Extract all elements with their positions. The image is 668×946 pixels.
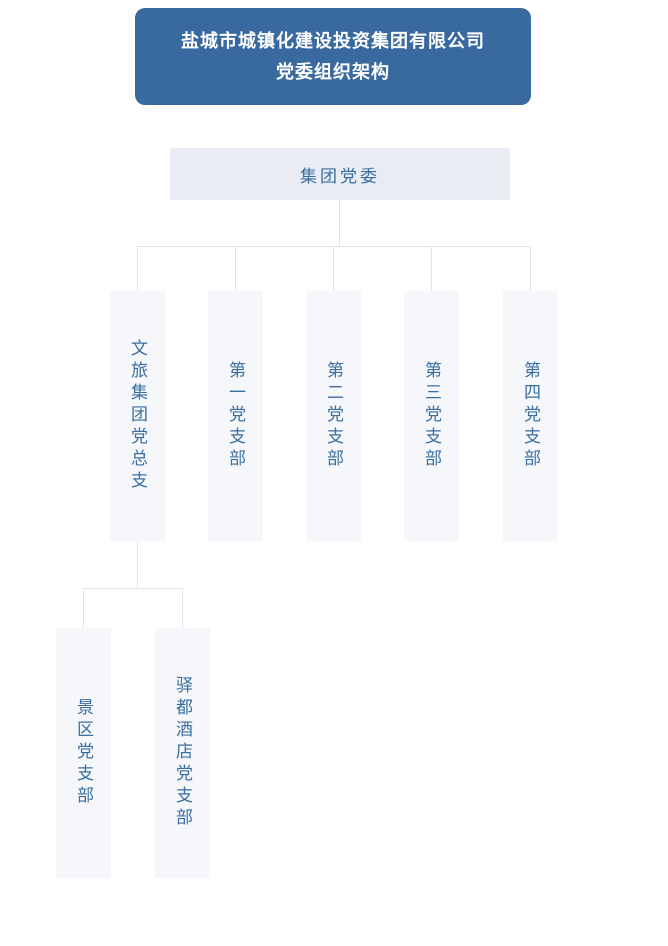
node-label: 第三党支部 bbox=[422, 361, 441, 471]
connector-drop-branch-4 bbox=[431, 246, 432, 291]
connector-root-drop bbox=[339, 200, 340, 246]
connector-level2-bar bbox=[137, 246, 531, 247]
connector-branch1-drop bbox=[137, 541, 138, 588]
connector-drop-branch-1 bbox=[137, 246, 138, 291]
node-group-party-committee: 集团党委 bbox=[170, 148, 510, 200]
node-scenic-area-party-branch: 景区党支部 bbox=[56, 628, 111, 878]
node-second-party-branch: 第二党支部 bbox=[306, 291, 361, 541]
node-label: 文旅集团党总支 bbox=[128, 339, 147, 493]
node-third-party-branch: 第三党支部 bbox=[404, 291, 459, 541]
connector-drop-child-1 bbox=[83, 588, 84, 628]
connector-level3-bar bbox=[83, 588, 182, 589]
node-label: 驿都酒店党支部 bbox=[173, 676, 192, 830]
node-label: 景区党支部 bbox=[74, 698, 93, 808]
node-yidu-hotel-party-branch: 驿都酒店党支部 bbox=[155, 628, 210, 878]
connector-drop-branch-5 bbox=[530, 246, 531, 291]
connector-drop-branch-3 bbox=[333, 246, 334, 291]
node-label: 第一党支部 bbox=[226, 361, 245, 471]
company-name: 盐城市城镇化建设投资集团有限公司 bbox=[181, 30, 485, 51]
chart-subtitle: 党委组织架构 bbox=[276, 61, 390, 82]
connector-drop-child-2 bbox=[182, 588, 183, 628]
node-culture-tourism-general-branch: 文旅集团党总支 bbox=[110, 291, 165, 541]
node-label: 第二党支部 bbox=[324, 361, 343, 471]
node-fourth-party-branch: 第四党支部 bbox=[503, 291, 558, 541]
node-first-party-branch: 第一党支部 bbox=[208, 291, 263, 541]
node-label: 第四党支部 bbox=[521, 361, 540, 471]
chart-title-banner: 盐城市城镇化建设投资集团有限公司 党委组织架构 bbox=[135, 8, 531, 105]
node-label-root: 集团党委 bbox=[300, 166, 380, 186]
connector-drop-branch-2 bbox=[235, 246, 236, 291]
